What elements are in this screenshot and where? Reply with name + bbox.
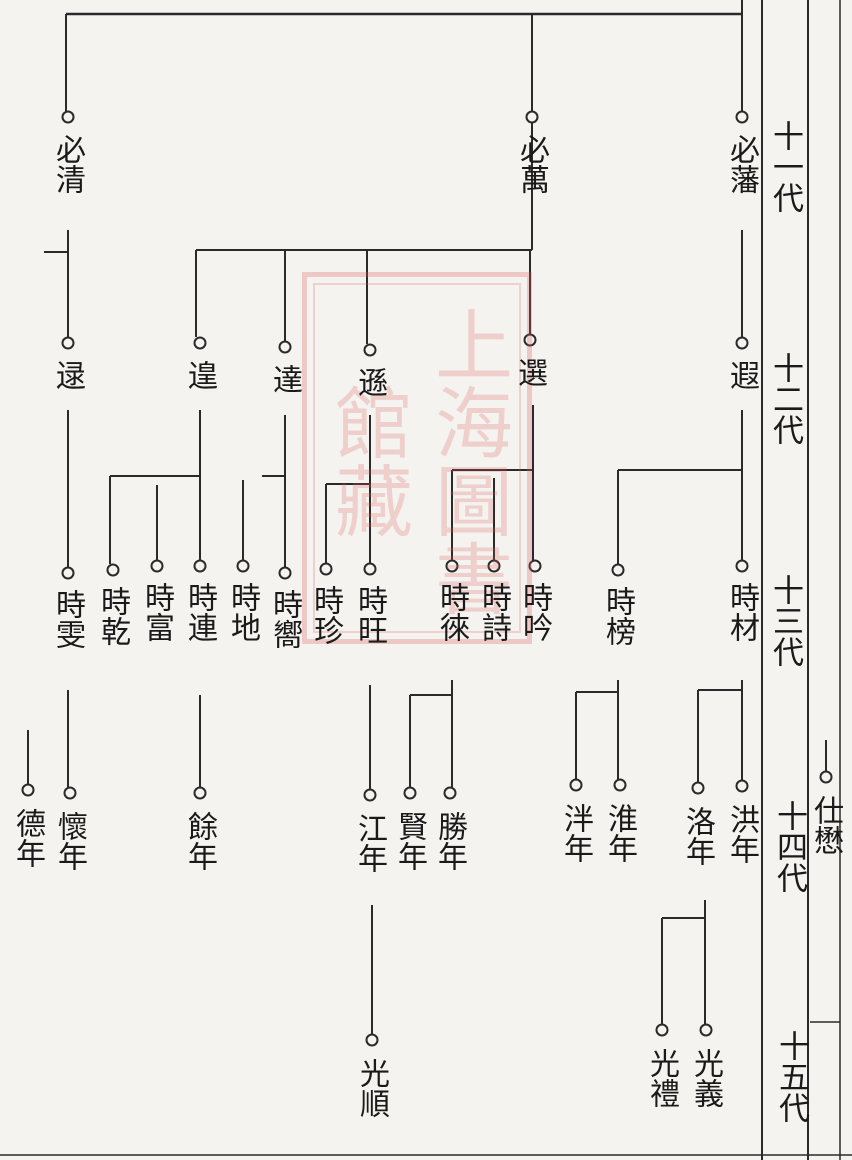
person-marker-circle: [363, 562, 377, 576]
person-marker-circle: [613, 778, 627, 792]
person-marker-circle: [319, 562, 333, 576]
person-huai2-nian: 淮年: [602, 803, 637, 863]
person-marker-circle: [735, 110, 749, 124]
person-marker-circle: [569, 778, 583, 792]
person-de-nian: 德年: [10, 808, 45, 868]
person-shi-di: 時地: [225, 582, 260, 642]
person-shi-wen: 時雯: [50, 589, 85, 649]
person-shi-bang: 時榜: [600, 586, 635, 646]
person-marker-circle: [655, 1023, 669, 1037]
person-xian-nian: 賢年: [392, 811, 427, 871]
person-xun: 遜: [352, 367, 387, 397]
person-marker-circle: [106, 563, 120, 577]
person-marker-circle: [363, 343, 377, 357]
person-marker-circle: [691, 781, 705, 795]
person-marker-circle: [611, 563, 625, 577]
person-shi-lai: 時徠: [434, 582, 469, 642]
generation-label-15: 十五代: [773, 1030, 809, 1123]
person-marker-circle: [61, 110, 75, 124]
person-marker-circle: [403, 786, 417, 800]
person-sheng-nian: 勝年: [432, 811, 467, 871]
person-marker-circle: [365, 1033, 379, 1047]
person-marker-circle: [236, 559, 250, 573]
person-guang-shun: 光順: [354, 1058, 389, 1118]
person-marker-circle: [487, 559, 501, 573]
person-xuan: 選: [512, 357, 547, 387]
person-shi-xiang: 時嚮: [267, 589, 302, 649]
generation-label-13: 十三代: [767, 574, 803, 667]
person-xia: 遐: [724, 360, 759, 390]
person-bi-wan: 必萬: [514, 134, 549, 194]
library-seal-stamp: 上海圖書館藏: [302, 272, 532, 644]
person-hong-nian: 洪年: [724, 804, 759, 864]
person-marker-circle: [63, 786, 77, 800]
person-luo-nian: 洛年: [680, 806, 715, 866]
seal-inner-border: [313, 283, 521, 633]
person-shi-fu: 時富: [139, 582, 174, 642]
person-marker-circle: [61, 336, 75, 350]
person-marker-circle: [819, 770, 833, 784]
person-pan-nian: 泮年: [558, 803, 593, 863]
person-da: 達: [267, 364, 302, 394]
person-shi-qian: 時乾: [95, 586, 130, 646]
person-marker-circle: [150, 559, 164, 573]
person-marker-circle: [363, 788, 377, 802]
person-marker-circle: [443, 786, 457, 800]
person-marker-circle: [735, 336, 749, 350]
generation-label-11: 十一代: [767, 120, 803, 213]
person-guang-li: 光禮: [644, 1048, 679, 1108]
person-guang-yi: 光義: [688, 1048, 723, 1108]
person-jiang-nian: 江年: [352, 813, 387, 873]
person-huai-nian: 懷年: [52, 811, 87, 871]
person-marker-circle: [525, 110, 539, 124]
person-huang: 遑: [182, 360, 217, 390]
person-marker-circle: [193, 559, 207, 573]
person-marker-circle: [523, 333, 537, 347]
person-marker-circle: [528, 559, 542, 573]
person-shi-lian: 時連: [182, 582, 217, 642]
person-bi-qing: 必清: [50, 134, 85, 194]
generation-label-12: 十二代: [767, 352, 803, 445]
person-lu: 逯: [50, 360, 85, 390]
person-marker-circle: [735, 779, 749, 793]
person-shi-shi: 時詩: [476, 582, 511, 642]
person-shi-cai: 時材: [724, 582, 759, 642]
person-marker-circle: [699, 1023, 713, 1037]
person-shi-mao: 仕懋: [808, 795, 843, 855]
person-marker-circle: [193, 786, 207, 800]
person-marker-circle: [735, 559, 749, 573]
person-shi-zhen: 時珍: [308, 585, 343, 645]
person-marker-circle: [21, 783, 35, 797]
generation-label-14: 十四代: [771, 800, 807, 893]
person-marker-circle: [278, 566, 292, 580]
seal-text: 上海圖書館藏: [322, 305, 512, 617]
person-bi-fan: 必藩: [724, 134, 759, 194]
person-yu-nian: 餘年: [182, 811, 217, 871]
person-marker-circle: [61, 566, 75, 580]
person-marker-circle: [445, 559, 459, 573]
person-marker-circle: [193, 336, 207, 350]
person-shi-wang: 時旺: [352, 585, 387, 645]
person-shi-yin: 時吟: [517, 582, 552, 642]
person-marker-circle: [278, 340, 292, 354]
